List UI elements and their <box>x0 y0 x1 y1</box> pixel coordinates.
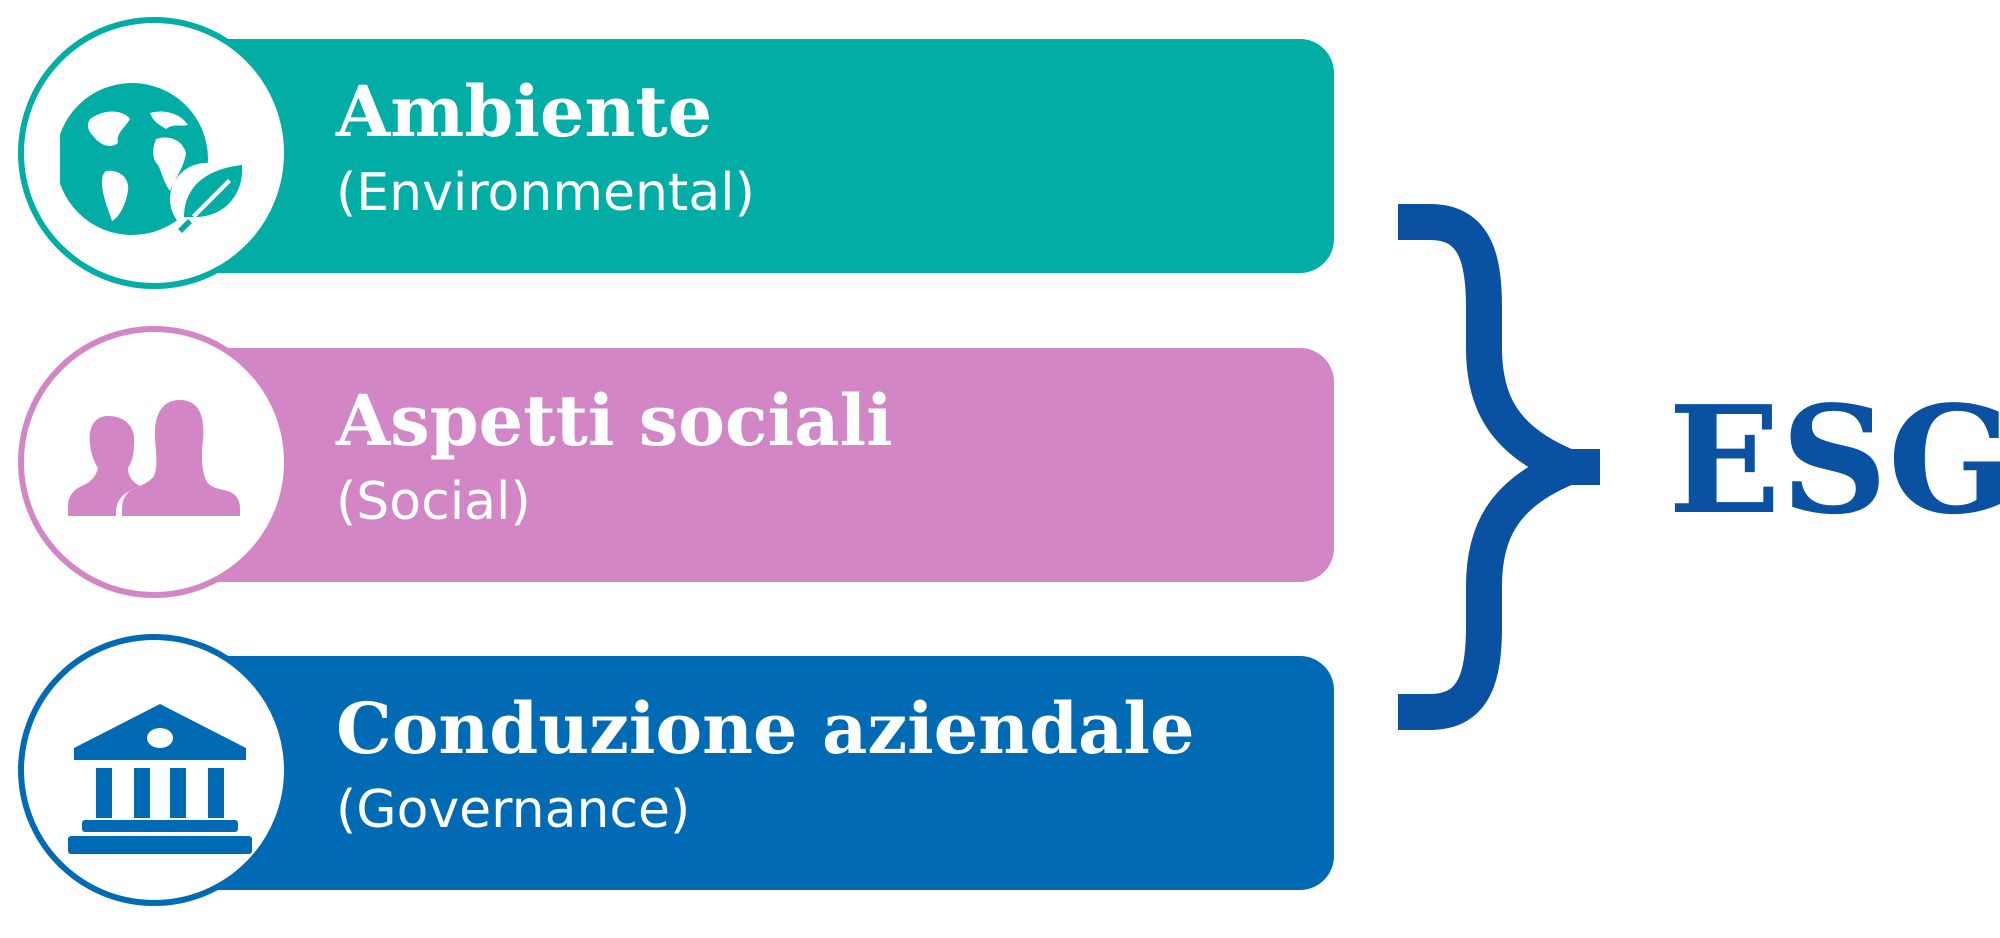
pillar-banner <box>198 656 1334 890</box>
pillar-banner <box>198 39 1334 273</box>
pillar-title: Conduzione aziendale <box>336 687 1195 770</box>
pillar-governance: Conduzione aziendale (Governance) <box>18 634 1334 914</box>
pillar-title: Ambiente <box>336 70 713 153</box>
pillar-subtitle: (Governance) <box>336 780 691 840</box>
esg-label: ESG <box>1668 373 2000 547</box>
globe-leaf-icon <box>60 83 243 235</box>
curly-brace <box>1398 204 1600 730</box>
pillar-environmental: Ambiente (Environmental) <box>18 17 1334 297</box>
pillar-icon-circle <box>18 326 290 598</box>
pillar-subtitle: (Environmental) <box>336 163 755 223</box>
pillar-subtitle: (Social) <box>336 472 531 532</box>
people-icon <box>68 396 246 520</box>
pillar-icon-circle <box>18 634 290 906</box>
pillar-social: Aspetti sociali (Social) <box>18 326 1334 606</box>
pillar-banner <box>198 348 1334 582</box>
pillar-icon-circle <box>18 17 290 289</box>
pillar-title: Aspetti sociali <box>336 379 893 462</box>
institution-building-icon <box>68 704 252 854</box>
